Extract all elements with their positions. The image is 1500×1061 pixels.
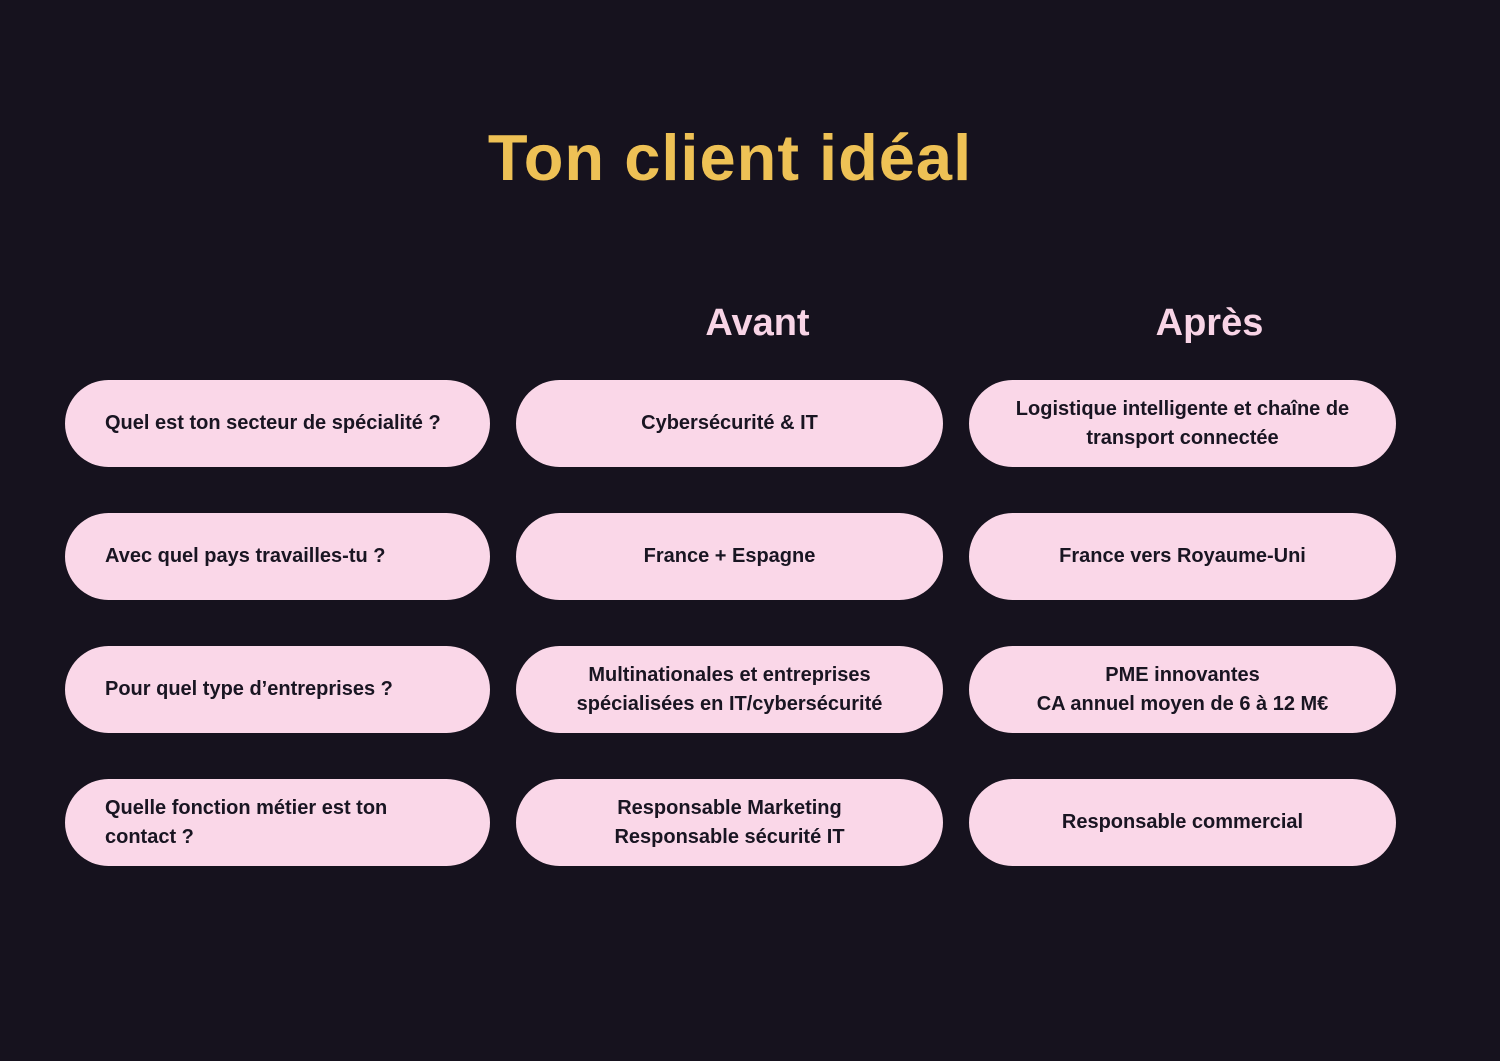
pill-question-entreprises: Pour quel type d’entreprises ? (65, 646, 490, 733)
pill-avant-fonction-label: Responsable Marketing Responsable sécuri… (614, 796, 845, 848)
column-header-apres: Après (1155, 302, 1264, 344)
pill-question-secteur-label: Quel est ton secteur de spécialité ? (105, 412, 441, 434)
pill-apres-fonction: Responsable commercial (969, 779, 1396, 866)
pill-question-pays-label: Avec quel pays travailles-tu ? (105, 545, 386, 567)
pill-apres-pays-label: France vers Royaume-Uni (1059, 545, 1306, 567)
pill-avant-secteur: Cybersécurité & IT (516, 380, 943, 467)
pill-question-secteur: Quel est ton secteur de spécialité ? (65, 380, 490, 467)
pill-avant-secteur-label: Cybersécurité & IT (641, 412, 818, 434)
pill-question-fonction: Quelle fonction métier est ton contact ? (65, 779, 490, 866)
page-title: Ton client idéal (487, 121, 973, 194)
pill-avant-entreprises-label: Multinationales et entreprises spécialis… (576, 663, 883, 715)
comparison-grid: Quel est ton secteur de spécialité ? Cyb… (65, 380, 1396, 866)
pill-apres-pays: France vers Royaume-Uni (969, 513, 1396, 600)
pill-apres-entreprises-label: PME innovantes CA annuel moyen de 6 à 12… (1036, 663, 1329, 715)
pill-apres-fonction-label: Responsable commercial (1061, 811, 1304, 833)
pill-question-fonction-label: Quelle fonction métier est ton contact ? (105, 796, 388, 848)
pill-question-entreprises-label: Pour quel type d’entreprises ? (105, 678, 393, 700)
pill-avant-entreprises: Multinationales et entreprises spécialis… (516, 646, 943, 733)
pill-apres-secteur: Logistique intelligente et chaîne de tra… (969, 380, 1396, 467)
pill-avant-pays-label: France + Espagne (643, 545, 816, 567)
pill-question-pays: Avec quel pays travailles-tu ? (65, 513, 490, 600)
pill-apres-entreprises: PME innovantes CA annuel moyen de 6 à 12… (969, 646, 1396, 733)
pill-avant-fonction: Responsable Marketing Responsable sécuri… (516, 779, 943, 866)
pill-avant-pays: France + Espagne (516, 513, 943, 600)
column-header-avant: Avant (705, 302, 810, 344)
pill-apres-secteur-label: Logistique intelligente et chaîne de tra… (1015, 397, 1350, 449)
